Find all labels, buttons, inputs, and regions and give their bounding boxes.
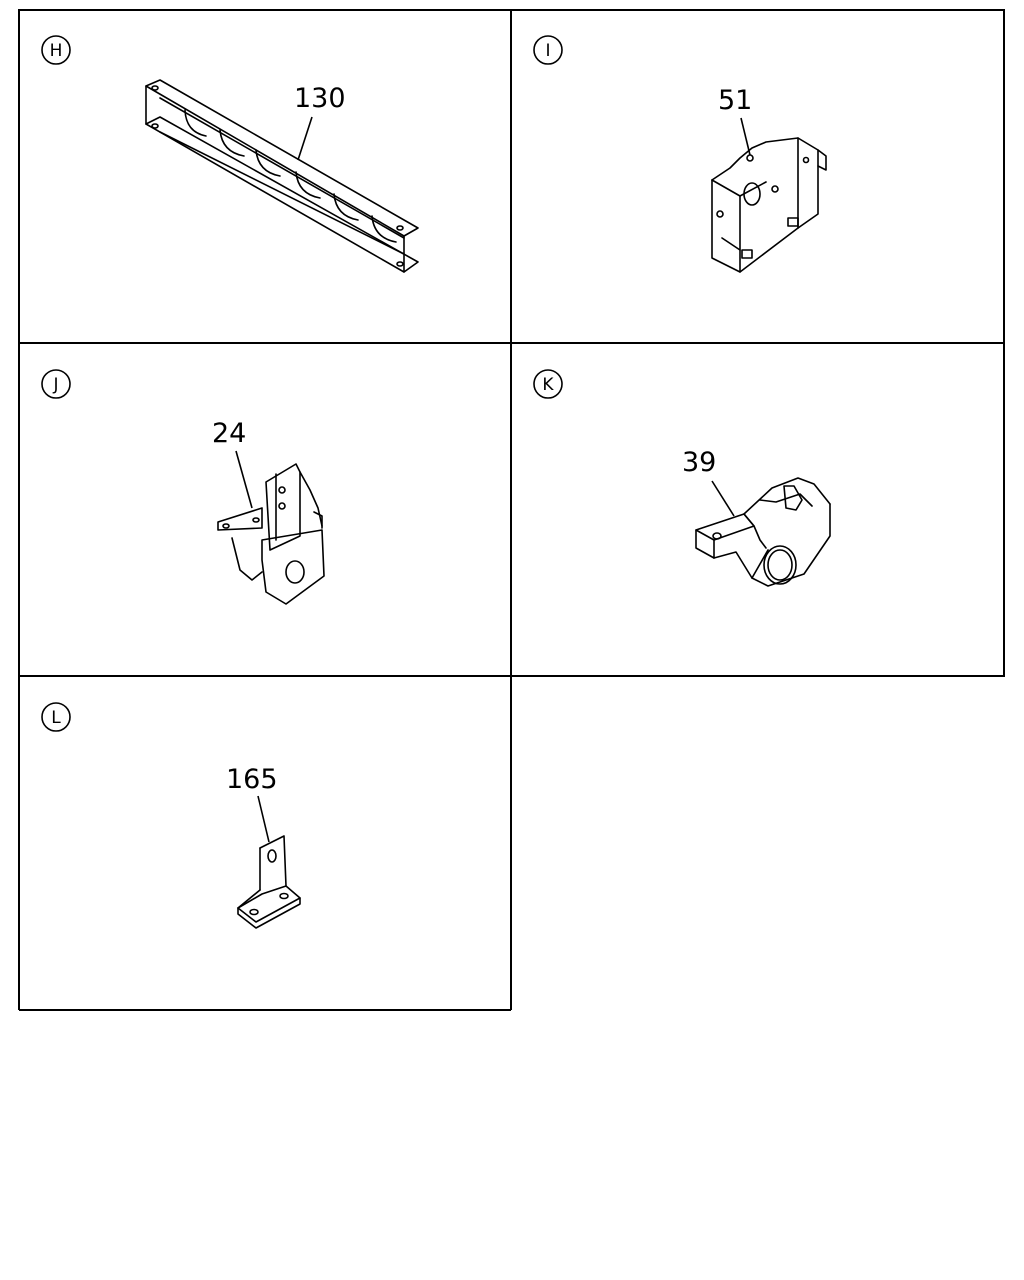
panel-i: I 51	[533, 35, 827, 273]
panel-l: L 165	[41, 702, 301, 929]
panel-letter: K	[542, 375, 554, 395]
engine-mount-bracket-drawing	[695, 477, 831, 587]
support-bracket-drawing	[217, 463, 325, 605]
leader-line	[235, 450, 253, 509]
panel-letter: I	[545, 41, 550, 61]
panel-letter-badge: I	[533, 35, 563, 65]
panel-letter-badge: K	[533, 369, 563, 399]
panel-letter: J	[52, 375, 58, 395]
part-number-label: 165	[226, 764, 278, 795]
part-number-label: 39	[682, 447, 716, 478]
part-number-label: 51	[718, 85, 752, 116]
panel-letter: H	[50, 41, 63, 61]
panel-letter-badge: J	[41, 369, 71, 399]
panel-j: J 24	[41, 369, 325, 605]
leader-line	[297, 116, 313, 161]
leader-line	[740, 117, 751, 156]
part-number-label: 24	[212, 418, 246, 449]
frame-rail-drawing	[145, 79, 419, 273]
panel-letter-badge: H	[41, 35, 71, 65]
leader-line	[257, 795, 270, 843]
panel-letter: L	[51, 708, 61, 728]
l-bracket-drawing	[237, 835, 301, 929]
panel-grid	[18, 9, 1005, 1011]
mounting-bracket-drawing	[711, 137, 827, 273]
part-number-label: 130	[294, 83, 346, 114]
panel-k: K 39	[533, 369, 831, 587]
panel-letter-badge: L	[41, 702, 71, 732]
panel-h: H 130	[41, 35, 419, 273]
leader-line	[711, 480, 735, 517]
